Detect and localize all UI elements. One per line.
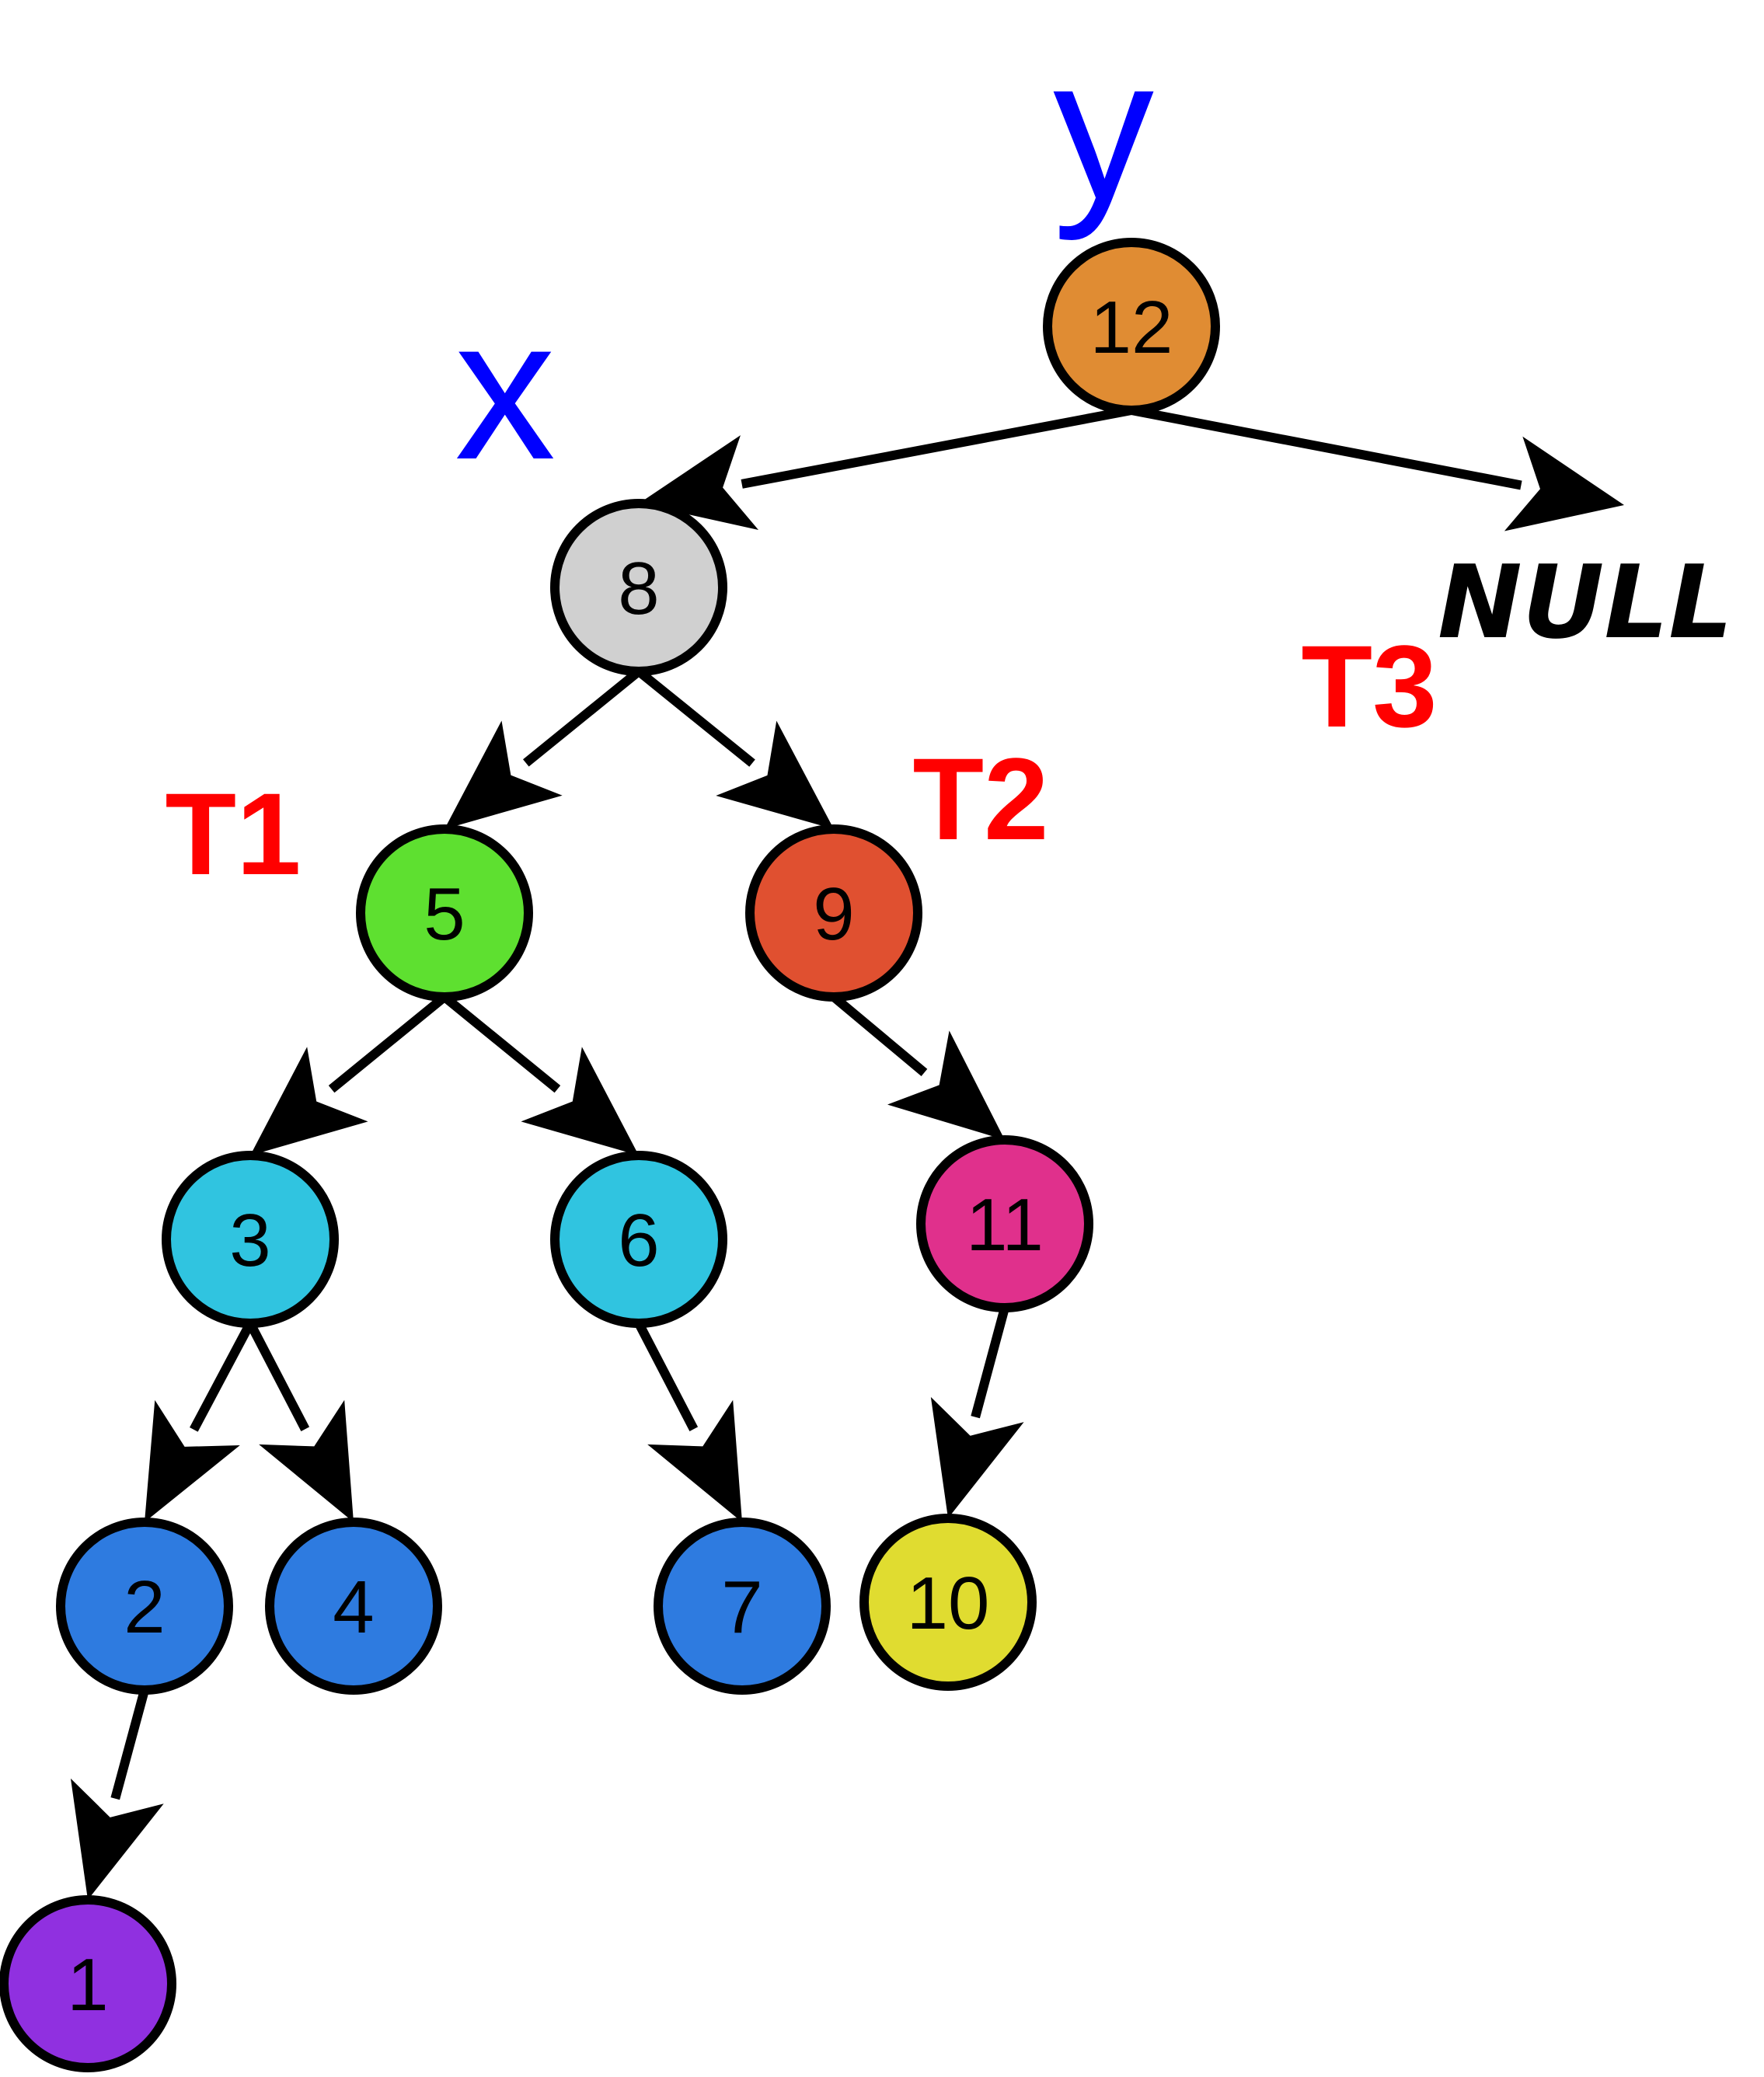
edge-n6-n7 [634,1321,742,1522]
node-circle [1043,238,1220,415]
node-value: 1 [67,1943,108,2026]
edge-n5-n6 [441,993,639,1155]
nodes-layer: 12 8 5 9 3 6 11 2 4 7 10 1 [0,238,1220,2072]
edge-line [1130,406,1522,490]
edge-n12-n8 [639,406,1133,530]
edge-line [441,993,561,1093]
tree-node-4: 4 [265,1518,442,1695]
node-circle [162,1151,339,1328]
arrowhead [887,1030,1005,1140]
arrowhead [145,1399,240,1522]
edge-line [328,993,448,1093]
edge-n8-n5 [444,667,642,829]
node-circle [654,1518,831,1695]
tree-node-8: 8 [550,499,727,676]
node-circle [745,824,922,1002]
tree-node-9: 9 [745,824,922,1002]
node-value: 8 [618,547,659,630]
node-circle [356,824,533,1002]
arrowhead [521,1047,639,1155]
edge-n12-null [1130,406,1624,531]
arrowhead [930,1396,1024,1518]
edge-line [246,1321,310,1431]
arrowhead [444,720,563,829]
pointer-label-x: x [455,277,556,502]
subtree-label-t2: T2 [912,734,1048,864]
node-value: 2 [124,1566,165,1649]
subtree-label-t1: T1 [165,768,301,899]
edge-line [741,406,1133,489]
node-circle [550,1151,727,1328]
edge-line [971,1306,1009,1419]
edge-n5-n3 [250,993,448,1155]
node-value: 4 [333,1566,374,1649]
edge-line [523,667,642,767]
node-value: 3 [229,1199,270,1282]
null-label: NULL [1438,543,1733,661]
node-value: 12 [1090,286,1173,369]
tree-node-6: 6 [550,1151,727,1328]
edge-n11-n10 [930,1306,1024,1518]
tree-node-11: 11 [916,1135,1093,1312]
arrowhead [259,1399,354,1522]
node-value: 6 [618,1199,659,1282]
tree-node-2: 2 [56,1518,233,1695]
node-circle [916,1135,1093,1312]
edge-n3-n4 [246,1321,354,1522]
edge-line [634,1321,699,1431]
node-value: 5 [424,873,465,956]
tree-node-7: 7 [654,1518,831,1695]
edge-line [110,1688,149,1800]
node-value: 10 [907,1562,990,1645]
tree-node-10: 10 [859,1514,1037,1691]
pointer-label-y: y [1053,16,1154,242]
tree-node-1: 1 [0,1895,176,2072]
arrowhead [647,1399,742,1522]
edge-n3-n2 [145,1321,255,1522]
arrowhead [1504,436,1624,531]
node-circle [56,1518,233,1695]
tree-node-5: 5 [356,824,533,1002]
arrowhead [70,1778,164,1900]
tree-node-3: 3 [162,1151,339,1328]
edge-line [636,667,755,767]
node-value: 7 [721,1566,762,1649]
edge-line [190,1321,255,1432]
arrowhead [250,1047,368,1155]
node-circle [0,1895,176,2072]
arrowhead [716,720,834,829]
edges-layer [70,406,1624,1900]
edge-line [831,993,928,1076]
subtree-label-t3: T3 [1301,621,1437,751]
edge-n2-n1 [70,1688,164,1900]
edge-n8-n9 [636,667,834,829]
edge-n9-n11 [831,993,1005,1140]
node-value: 11 [966,1183,1044,1267]
node-circle [859,1514,1037,1691]
node-circle [265,1518,442,1695]
tree-node-12: 12 [1043,238,1220,415]
node-circle [550,499,727,676]
node-value: 9 [813,873,854,956]
